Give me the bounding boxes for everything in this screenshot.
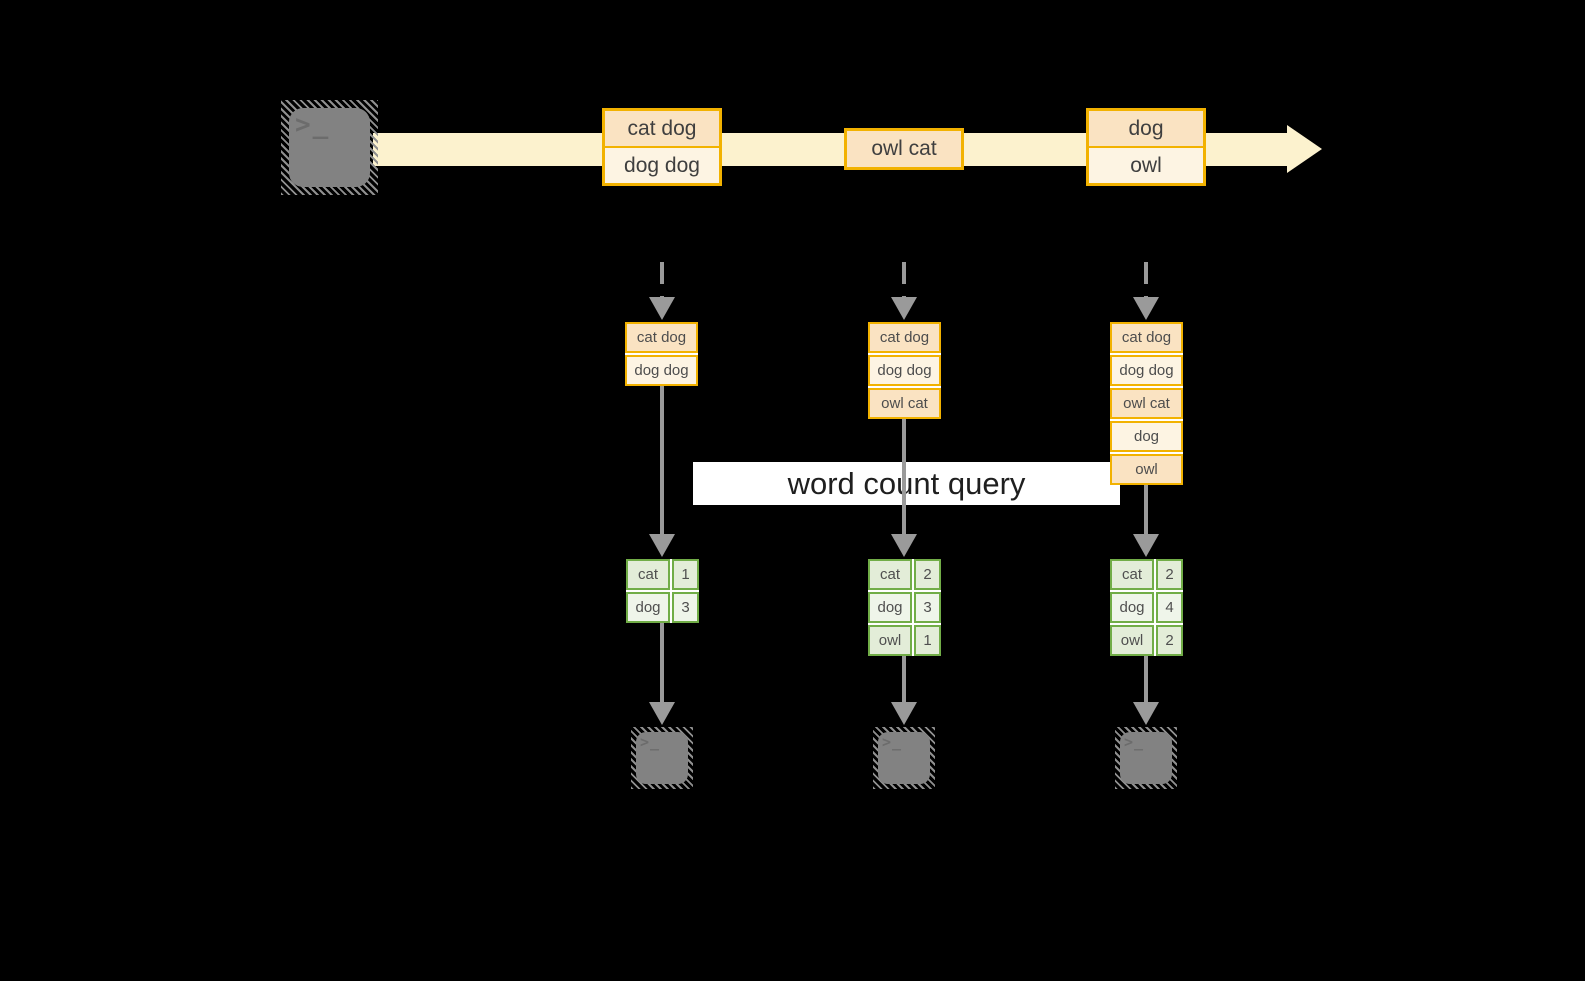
buffer-stack: cat dog dog dog owl cat bbox=[868, 322, 941, 419]
count-cell: 3 bbox=[672, 592, 699, 623]
count-table: cat 2 dog 4 owl 2 bbox=[1110, 559, 1183, 656]
terminal-body bbox=[878, 732, 930, 784]
word-cell: dog bbox=[868, 592, 912, 623]
event-cell: cat dog bbox=[605, 111, 719, 146]
dashed-arrow-line bbox=[902, 262, 906, 298]
count-cell: 1 bbox=[914, 625, 941, 656]
flow-line bbox=[1144, 656, 1148, 702]
buffer-cell: owl cat bbox=[868, 388, 941, 419]
arrow-head-icon bbox=[1133, 534, 1159, 557]
buffer-cell: dog bbox=[1110, 421, 1183, 452]
count-table: cat 2 dog 3 owl 1 bbox=[868, 559, 941, 656]
flow-line bbox=[660, 623, 664, 702]
event-box: dog owl bbox=[1086, 108, 1206, 186]
arrow-head-icon bbox=[1133, 297, 1159, 320]
arrow-head-icon bbox=[891, 297, 917, 320]
flow-line bbox=[660, 386, 664, 534]
terminal-prompt-icon: >_ bbox=[882, 733, 903, 751]
stream-arrowhead-icon bbox=[1287, 125, 1322, 173]
event-box: owl cat bbox=[844, 128, 964, 170]
buffer-cell: cat dog bbox=[1110, 322, 1183, 353]
flow-line bbox=[902, 419, 906, 534]
event-box: cat dog dog dog bbox=[602, 108, 722, 186]
arrow-head-icon bbox=[891, 534, 917, 557]
terminal-sink-icon: >_ bbox=[631, 727, 693, 789]
terminal-body bbox=[1120, 732, 1172, 784]
buffer-cell: dog dog bbox=[868, 355, 941, 386]
arrow-head-icon bbox=[649, 297, 675, 320]
arrow-head-icon bbox=[1133, 702, 1159, 725]
event-cell: owl bbox=[1089, 148, 1203, 183]
dashed-arrow-line bbox=[660, 262, 664, 298]
word-cell: owl bbox=[868, 625, 912, 656]
buffer-cell: cat dog bbox=[625, 322, 698, 353]
terminal-prompt-icon: >_ bbox=[640, 733, 661, 751]
count-cell: 2 bbox=[1156, 559, 1183, 590]
arrow-head-icon bbox=[891, 702, 917, 725]
count-cell: 1 bbox=[672, 559, 699, 590]
buffer-cell: dog dog bbox=[1110, 355, 1183, 386]
count-table: cat 1 dog 3 bbox=[626, 559, 699, 623]
word-cell: dog bbox=[626, 592, 670, 623]
terminal-sink-icon: >_ bbox=[1115, 727, 1177, 789]
terminal-body bbox=[289, 108, 370, 187]
word-cell: owl bbox=[1110, 625, 1154, 656]
buffer-stack: cat dog dog dog bbox=[625, 322, 698, 386]
count-cell: 4 bbox=[1156, 592, 1183, 623]
buffer-cell: dog dog bbox=[625, 355, 698, 386]
event-cell: owl cat bbox=[847, 131, 961, 167]
word-cell: cat bbox=[626, 559, 670, 590]
buffer-cell: owl cat bbox=[1110, 388, 1183, 419]
banner-label: word count query bbox=[787, 465, 1026, 501]
word-count-query-banner: word count query bbox=[693, 462, 1120, 505]
flow-line bbox=[1144, 485, 1148, 534]
terminal-source-icon: >_ bbox=[281, 100, 378, 195]
terminal-prompt-icon: >_ bbox=[1124, 733, 1145, 751]
count-cell: 2 bbox=[1156, 625, 1183, 656]
arrow-head-icon bbox=[649, 534, 675, 557]
word-cell: dog bbox=[1110, 592, 1154, 623]
dashed-arrow-line bbox=[1144, 262, 1148, 298]
word-cell: cat bbox=[1110, 559, 1154, 590]
terminal-prompt-icon: >_ bbox=[295, 110, 331, 140]
buffer-cell: cat dog bbox=[868, 322, 941, 353]
flow-line bbox=[902, 656, 906, 702]
buffer-cell: owl bbox=[1110, 454, 1183, 485]
word-cell: cat bbox=[868, 559, 912, 590]
buffer-stack: cat dog dog dog owl cat dog owl bbox=[1110, 322, 1183, 485]
terminal-body bbox=[636, 732, 688, 784]
event-cell: dog bbox=[1089, 111, 1203, 146]
count-cell: 3 bbox=[914, 592, 941, 623]
count-cell: 2 bbox=[914, 559, 941, 590]
event-cell: dog dog bbox=[605, 148, 719, 183]
arrow-head-icon bbox=[649, 702, 675, 725]
terminal-sink-icon: >_ bbox=[873, 727, 935, 789]
